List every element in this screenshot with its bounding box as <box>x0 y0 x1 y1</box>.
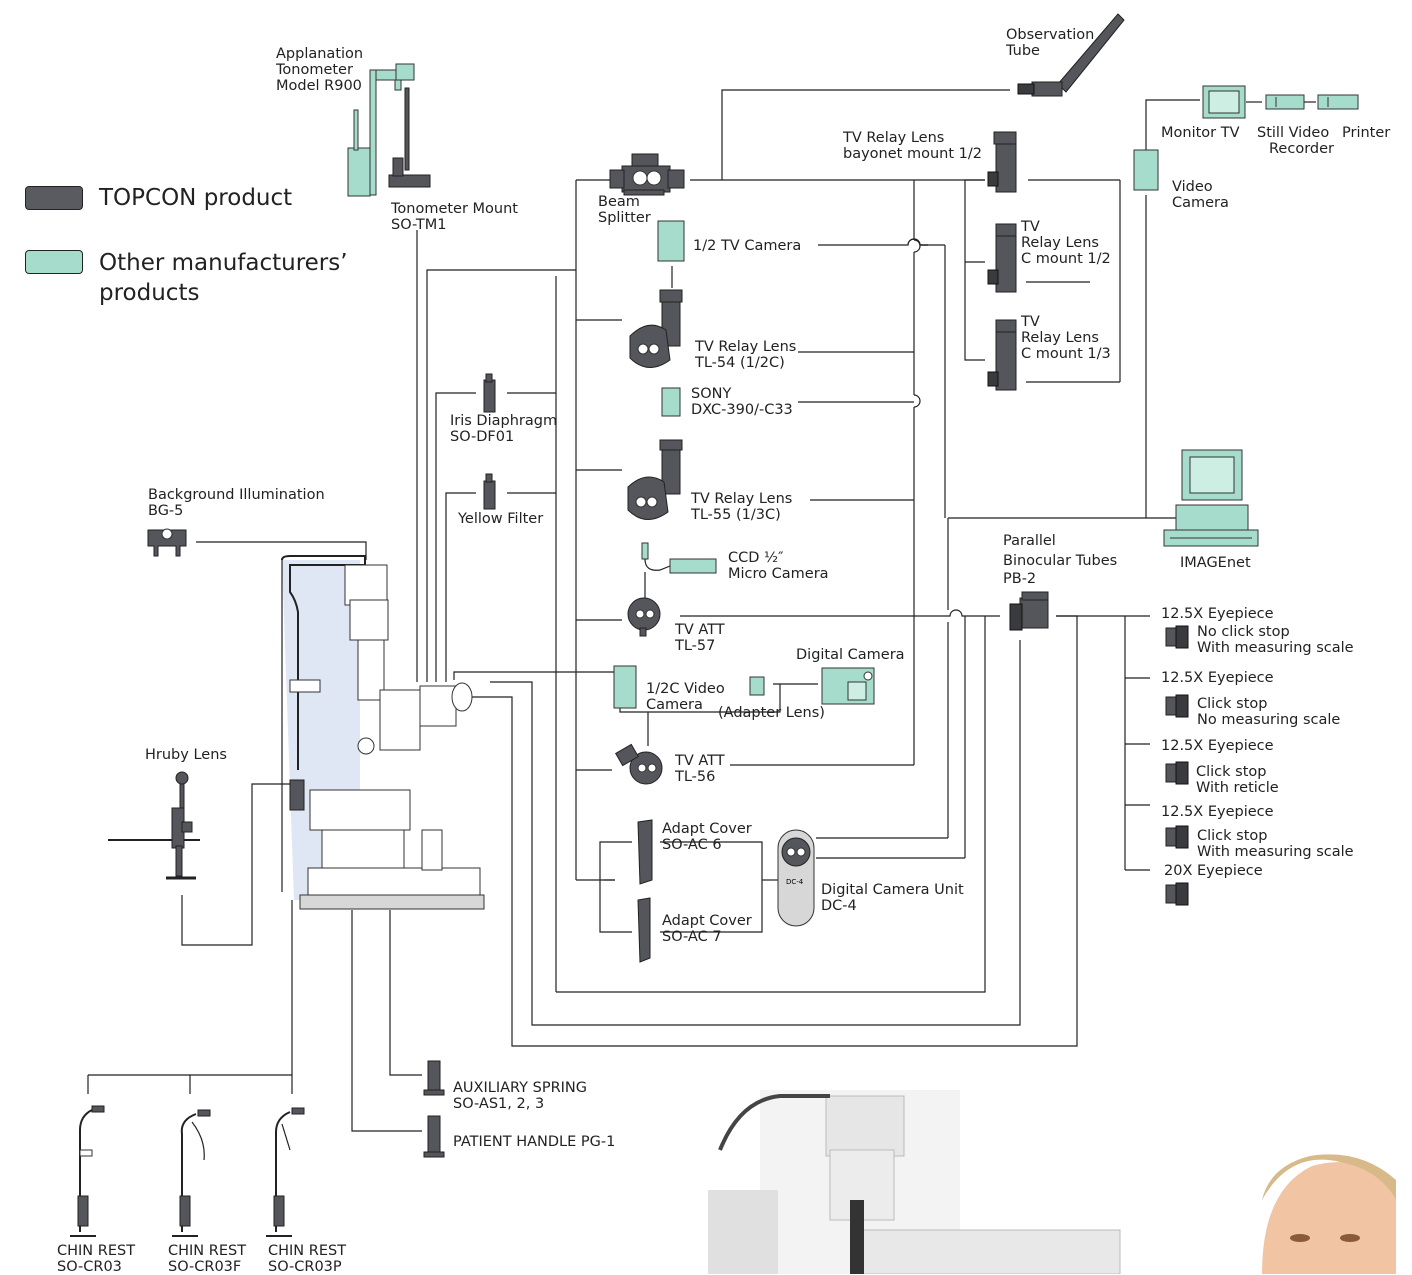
patient-handle-icon <box>423 1115 445 1158</box>
background-illumination-icon <box>147 528 187 557</box>
legend-other-label-line2: products <box>99 280 200 306</box>
label-eyepiece-2-title: 12.5X Eyepiece <box>1161 670 1274 686</box>
label-yellow-filter: Yellow Filter <box>458 511 544 527</box>
parallel-binocular-icon <box>1009 591 1049 631</box>
adapt-cover-6-icon <box>637 819 653 885</box>
printer-icon <box>1317 94 1359 110</box>
digital-camera-icon <box>821 667 875 705</box>
tv-relay-bayonet-icon <box>987 131 1017 193</box>
dc4-unit-icon: DC-4 <box>777 829 815 927</box>
connector-lines <box>87 89 1316 1132</box>
legend-other-label-line1: Other manufacturers’ <box>99 250 348 276</box>
tl56-att-icon <box>615 743 663 785</box>
label-monitor-tv: Monitor TV <box>1161 125 1240 141</box>
eyepiece-3-icon <box>1165 761 1189 785</box>
legend-topcon-label: TOPCON product <box>99 185 293 211</box>
auxiliary-spring-icon <box>423 1060 445 1096</box>
label-half-tv-camera: 1/2 TV Camera <box>693 238 802 254</box>
tl55-relay-lens-icon <box>627 439 683 520</box>
label-eyepiece-4-title: 12.5X Eyepiece <box>1161 804 1274 820</box>
label-imagenet: IMAGEnet <box>1180 555 1251 571</box>
adapter-lens-icon <box>749 676 765 696</box>
half-c-video-camera-icon <box>613 665 637 709</box>
slit-lamp-photo <box>708 1090 1121 1274</box>
eyepiece-2-icon <box>1165 694 1189 718</box>
observation-tube-icon <box>1017 13 1125 97</box>
slit-lamp-main-unit-icon <box>281 555 485 910</box>
hruby-lens-icon <box>108 771 200 880</box>
tv-relay-c-half-icon <box>987 223 1017 293</box>
chin-rest-1-icon <box>70 1105 105 1237</box>
dc4-badge-text: DC-4 <box>786 878 804 886</box>
iris-diaphragm-icon <box>483 373 496 413</box>
monitor-tv-icon <box>1202 85 1246 119</box>
label-eyepiece-5-title: 20X Eyepiece <box>1164 863 1263 879</box>
patient-face-photo <box>1262 1154 1396 1274</box>
tl57-att-icon <box>627 597 661 637</box>
legend-swatch-other <box>25 250 83 274</box>
label-hruby-lens: Hruby Lens <box>145 747 227 763</box>
label-eyepiece-1-title: 12.5X Eyepiece <box>1161 606 1274 622</box>
legend-swatch-topcon <box>25 186 83 210</box>
applanation-tonometer-icon <box>347 63 415 197</box>
imagenet-computer-icon <box>1163 449 1259 547</box>
still-video-recorder-icon <box>1265 94 1305 110</box>
tl54-relay-lens-icon <box>629 266 683 368</box>
tv-relay-c-third-icon <box>987 319 1017 391</box>
video-camera-icon <box>1133 149 1159 191</box>
label-digital-camera: Digital Camera <box>796 647 905 663</box>
tonometer-mount-icon <box>388 87 431 188</box>
eyepiece-5-icon <box>1165 882 1189 906</box>
label-printer: Printer <box>1342 125 1391 141</box>
yellow-filter-icon <box>483 473 496 510</box>
chin-rest-2-icon <box>172 1109 211 1237</box>
label-eyepiece-3-title: 12.5X Eyepiece <box>1161 738 1274 754</box>
ccd-micro-camera-icon <box>641 542 717 600</box>
eyepiece-4-icon <box>1165 825 1189 849</box>
adapt-cover-7-icon <box>637 897 651 963</box>
label-adapter-lens: (Adapter Lens) <box>718 705 825 721</box>
label-ccd-camera: CCD ½″Micro Camera <box>728 550 829 582</box>
eyepiece-1-icon <box>1165 625 1189 649</box>
chin-rest-3-icon <box>266 1107 305 1237</box>
label-patient-handle: PATIENT HANDLE PG-1 <box>453 1134 616 1150</box>
half-tv-camera-icon <box>657 220 685 262</box>
beam-splitter-icon <box>609 153 685 196</box>
sony-camera-icon <box>661 387 681 417</box>
